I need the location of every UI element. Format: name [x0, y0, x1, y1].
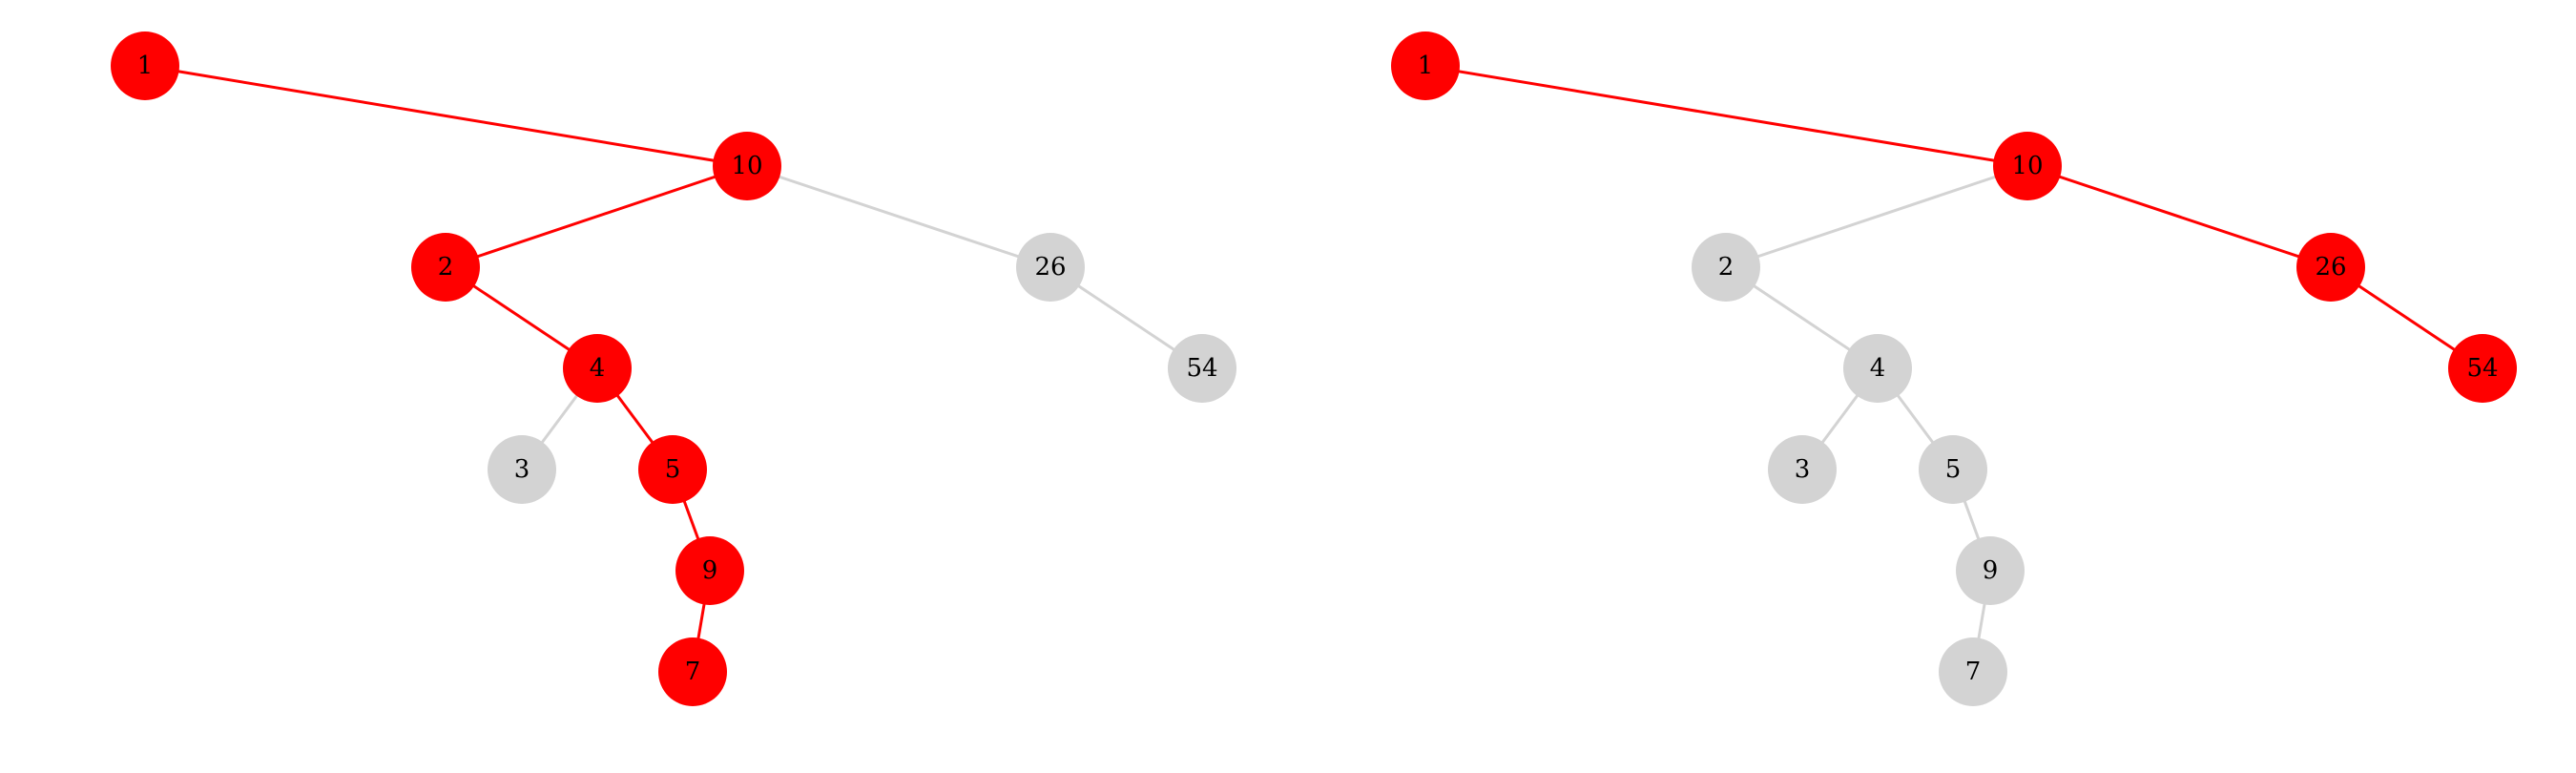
left-node-26: 26 — [1016, 233, 1085, 302]
right-node-circle-2 — [1692, 233, 1760, 302]
left-node-circle-54 — [1168, 334, 1236, 403]
left-node-label-4: 4 — [590, 354, 606, 383]
right-node-circle-4 — [1843, 334, 1912, 403]
left-node-circle-10 — [713, 132, 781, 200]
left-tree-nodes: 1 10 2 26 4 54 3 5 9 7 — [111, 31, 1236, 706]
right-node-10: 10 — [1993, 132, 2062, 200]
left-node-circle-4 — [563, 334, 632, 403]
left-node-label-5: 5 — [665, 455, 681, 484]
left-node-circle-7 — [658, 637, 727, 706]
right-node-label-10: 10 — [2011, 152, 2043, 180]
right-node-label-9: 9 — [1983, 556, 1999, 585]
left-node-circle-9 — [675, 536, 744, 605]
left-node-label-1: 1 — [137, 52, 154, 80]
left-node-circle-3 — [488, 435, 556, 504]
left-node-3: 3 — [488, 435, 556, 504]
left-node-5: 5 — [638, 435, 707, 504]
right-node-circle-9 — [1956, 536, 2025, 605]
left-node-label-54: 54 — [1186, 354, 1217, 383]
right-node-1: 1 — [1391, 31, 1460, 100]
left-node-1: 1 — [111, 31, 179, 100]
left-node-circle-1 — [111, 31, 179, 100]
right-tree-edges — [1424, 64, 2483, 673]
left-node-circle-26 — [1016, 233, 1085, 302]
left-node-4: 4 — [563, 334, 632, 403]
left-node-label-10: 10 — [731, 152, 762, 180]
right-node-circle-54 — [2448, 334, 2517, 403]
left-edge-1-10 — [144, 64, 748, 168]
left-node-label-3: 3 — [514, 455, 530, 484]
right-tree: 1 10 2 26 4 54 3 5 9 7 — [1391, 31, 2517, 706]
right-node-circle-26 — [2296, 233, 2365, 302]
right-node-label-54: 54 — [2466, 354, 2498, 383]
left-tree-edges — [144, 64, 1203, 673]
left-node-circle-5 — [638, 435, 707, 504]
right-node-label-5: 5 — [1945, 455, 1962, 484]
left-tree: 1 10 2 26 4 54 3 5 9 7 — [111, 31, 1236, 706]
left-node-label-2: 2 — [438, 253, 454, 282]
right-edge-1-10 — [1424, 64, 2028, 168]
right-node-circle-1 — [1391, 31, 1460, 100]
left-node-label-9: 9 — [702, 556, 718, 585]
left-node-10: 10 — [713, 132, 781, 200]
right-node-7: 7 — [1939, 637, 2007, 706]
right-node-label-3: 3 — [1795, 455, 1811, 484]
left-node-label-26: 26 — [1034, 253, 1066, 282]
right-node-3: 3 — [1768, 435, 1837, 504]
left-node-label-7: 7 — [685, 658, 701, 686]
left-node-9: 9 — [675, 536, 744, 605]
right-node-9: 9 — [1956, 536, 2025, 605]
right-tree-nodes: 1 10 2 26 4 54 3 5 9 7 — [1391, 31, 2517, 706]
left-edge-10-26 — [746, 164, 1051, 269]
right-node-circle-5 — [1919, 435, 1987, 504]
left-node-7: 7 — [658, 637, 727, 706]
right-node-circle-7 — [1939, 637, 2007, 706]
left-edge-10-2 — [445, 164, 748, 269]
right-node-2: 2 — [1692, 233, 1760, 302]
right-node-label-1: 1 — [1418, 52, 1434, 80]
right-node-4: 4 — [1843, 334, 1912, 403]
right-node-circle-3 — [1768, 435, 1837, 504]
right-node-circle-10 — [1993, 132, 2062, 200]
right-node-54: 54 — [2448, 334, 2517, 403]
right-node-5: 5 — [1919, 435, 1987, 504]
right-edge-10-26 — [2026, 164, 2332, 269]
right-node-label-26: 26 — [2315, 253, 2346, 282]
right-node-label-7: 7 — [1965, 658, 1982, 686]
right-edge-10-2 — [1725, 164, 2028, 269]
right-node-label-2: 2 — [1718, 253, 1735, 282]
right-node-label-4: 4 — [1870, 354, 1886, 383]
left-node-54: 54 — [1168, 334, 1236, 403]
right-node-26: 26 — [2296, 233, 2365, 302]
left-node-circle-2 — [411, 233, 480, 302]
left-node-2: 2 — [411, 233, 480, 302]
